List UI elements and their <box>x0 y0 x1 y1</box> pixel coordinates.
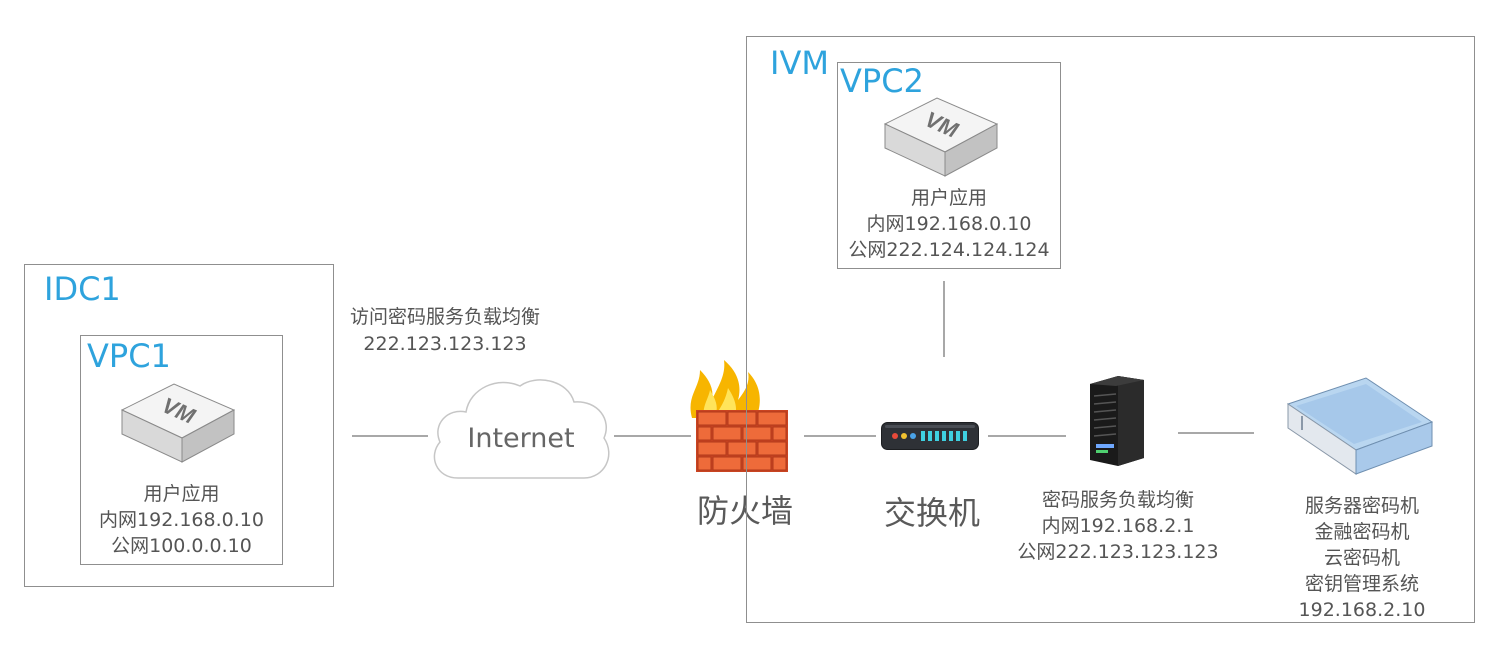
lb-private-ip: 内网192.168.2.1 <box>1041 515 1195 537</box>
ivm-title: IVM <box>770 44 829 82</box>
lb-public-ip: 公网222.123.123.123 <box>1017 541 1219 563</box>
lb-name: 密码服务负载均衡 <box>1041 489 1194 511</box>
crypto-line1: 服务器密码机 <box>1304 495 1419 517</box>
vpc1-public-ip: 公网100.0.0.10 <box>111 535 252 557</box>
link-server-crypto <box>1178 432 1254 434</box>
idc1-title: IDC1 <box>44 270 121 308</box>
link-idc1-internet <box>352 435 428 437</box>
firewall-label: 防火墙 <box>696 492 793 530</box>
idc1-container <box>24 264 334 587</box>
crypto-ip: 192.168.2.10 <box>1298 599 1426 621</box>
vpc2-private-ip: 内网192.168.0.10 <box>866 213 1032 235</box>
server-icon <box>1086 374 1148 468</box>
crypto-line2: 金融密码机 <box>1314 521 1410 543</box>
internet-note-line1: 访问密码服务负载均衡 <box>349 306 540 328</box>
switch-icon <box>881 422 979 450</box>
vpc2-container <box>837 62 1061 269</box>
vm-icon: VM <box>116 382 238 464</box>
ivm-container <box>746 36 1475 623</box>
vpc1-title: VPC1 <box>87 337 171 375</box>
link-firewall-switch <box>804 435 876 437</box>
vm-icon: VM <box>879 96 1001 178</box>
firewall-icon <box>686 360 794 476</box>
cloud-icon <box>428 372 614 484</box>
link-internet-firewall <box>614 435 691 437</box>
vpc1-private-ip: 内网192.168.0.10 <box>99 509 264 531</box>
internet-note-line2: 222.123.123.123 <box>363 333 527 355</box>
vpc2-title: VPC2 <box>840 62 924 100</box>
crypto-line3: 云密码机 <box>1323 547 1400 569</box>
vpc1-container <box>80 335 283 565</box>
switch-label: 交换机 <box>883 494 980 532</box>
crypto-device-icon <box>1282 374 1438 478</box>
vpc2-public-ip: 公网222.124.124.124 <box>848 239 1050 261</box>
link-vpc2-switch <box>943 281 945 357</box>
cloud-label: Internet <box>467 423 575 454</box>
crypto-line4: 密钥管理系统 <box>1304 573 1419 595</box>
vpc1-app-label: 用户应用 <box>143 483 220 505</box>
link-switch-server <box>988 435 1066 437</box>
vpc2-app-label: 用户应用 <box>910 187 987 209</box>
